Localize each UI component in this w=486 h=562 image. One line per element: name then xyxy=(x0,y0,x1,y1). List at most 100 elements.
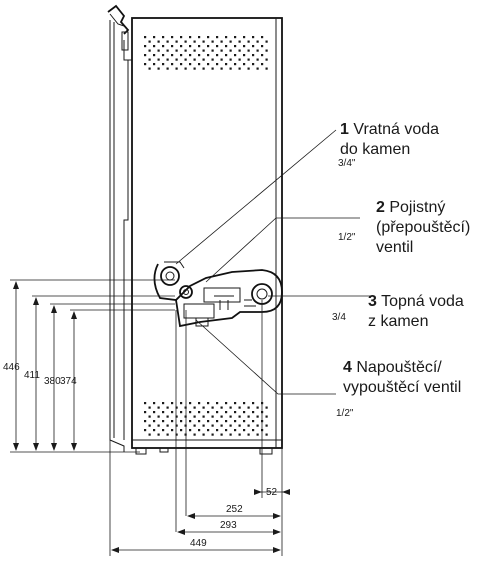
vent-hole xyxy=(238,406,241,409)
dim-380: 380 xyxy=(44,376,61,387)
vent-hole xyxy=(166,49,169,52)
dim-293: 293 xyxy=(220,520,237,531)
vent-hole xyxy=(189,411,192,414)
vent-hole xyxy=(157,40,160,43)
vent-hole xyxy=(144,420,147,423)
vent-hole xyxy=(247,49,250,52)
vent-hole xyxy=(261,36,264,39)
vent-hole xyxy=(175,58,178,61)
label-1-line-2: do kamen xyxy=(340,141,411,158)
vent-hole xyxy=(202,433,205,436)
vent-hole xyxy=(144,429,147,432)
vent-hole xyxy=(252,63,255,66)
vent-hole xyxy=(153,54,156,57)
vent-hole xyxy=(234,36,237,39)
vent-hole xyxy=(238,67,241,70)
vent-hole xyxy=(148,40,151,43)
vent-hole xyxy=(261,63,264,66)
vent-hole xyxy=(153,63,156,66)
vent-hole xyxy=(153,45,156,48)
vent-hole xyxy=(234,411,237,414)
vent-hole xyxy=(252,54,255,57)
vent-hole xyxy=(216,402,219,405)
vent-hole xyxy=(247,58,250,61)
vent-hole xyxy=(171,45,174,48)
vent-hole xyxy=(247,67,250,70)
vent-hole xyxy=(148,424,151,427)
vent-hole xyxy=(202,40,205,43)
vent-hole xyxy=(265,406,268,409)
vent-hole xyxy=(162,54,165,57)
vent-hole xyxy=(166,67,169,70)
horizontal-dimension-lines xyxy=(109,300,290,556)
vent-hole xyxy=(261,54,264,57)
vertical-dimension-lines xyxy=(10,279,175,453)
vent-hole xyxy=(256,40,259,43)
vent-hole xyxy=(153,36,156,39)
vent-hole xyxy=(171,36,174,39)
vent-hole xyxy=(238,415,241,418)
label-2-line-3-row: ventil xyxy=(376,238,413,258)
vent-hole xyxy=(225,54,228,57)
vent-hole xyxy=(144,36,147,39)
vent-hole xyxy=(162,63,165,66)
vent-hole xyxy=(238,58,241,61)
vent-hole xyxy=(153,411,156,414)
vent-hole xyxy=(202,67,205,70)
vent-hole xyxy=(148,406,151,409)
vent-hole xyxy=(265,67,268,70)
vent-hole xyxy=(252,45,255,48)
vent-hole xyxy=(234,429,237,432)
dim-52: 52 xyxy=(266,487,278,498)
vent-hole xyxy=(144,411,147,414)
vent-hole xyxy=(166,415,169,418)
vent-hole xyxy=(207,54,210,57)
vent-hole xyxy=(225,420,228,423)
vent-hole xyxy=(229,58,232,61)
vent-hole xyxy=(148,67,151,70)
vent-hole xyxy=(211,67,214,70)
vent-hole xyxy=(180,63,183,66)
vent-hole xyxy=(171,63,174,66)
vent-hole xyxy=(166,40,169,43)
vent-hole xyxy=(243,402,246,405)
stove-body xyxy=(131,17,283,455)
vent-hole xyxy=(229,67,232,70)
vent-hole xyxy=(220,424,223,427)
vent-hole xyxy=(220,49,223,52)
vent-hole xyxy=(157,406,160,409)
vent-hole xyxy=(193,67,196,70)
vent-hole xyxy=(175,433,178,436)
vent-hole xyxy=(211,424,214,427)
vent-hole xyxy=(256,415,259,418)
vent-hole xyxy=(171,402,174,405)
label-leaders xyxy=(175,129,370,395)
dim-252: 252 xyxy=(226,504,243,515)
label-4-size: 1/2" xyxy=(336,408,354,419)
vent-hole xyxy=(180,420,183,423)
vent-hole xyxy=(193,424,196,427)
vent-hole xyxy=(252,402,255,405)
vent-hole xyxy=(234,420,237,423)
vent-hole xyxy=(261,45,264,48)
vent-hole xyxy=(247,40,250,43)
vent-hole xyxy=(180,36,183,39)
vent-hole xyxy=(198,402,201,405)
vent-hole xyxy=(211,58,214,61)
vent-hole xyxy=(220,58,223,61)
label-4-number: 4 xyxy=(343,359,352,376)
vent-hole xyxy=(216,420,219,423)
vent-hole xyxy=(256,58,259,61)
label-4-line-1: Napouštěcí/ xyxy=(356,359,442,376)
vent-hole xyxy=(171,429,174,432)
vent-hole xyxy=(193,433,196,436)
vent-hole xyxy=(229,415,232,418)
vent-hole xyxy=(229,433,232,436)
vent-hole xyxy=(175,424,178,427)
vent-hole xyxy=(247,406,250,409)
vent-hole xyxy=(162,420,165,423)
vent-hole xyxy=(247,424,250,427)
vent-hole xyxy=(184,40,187,43)
vent-hole xyxy=(216,36,219,39)
